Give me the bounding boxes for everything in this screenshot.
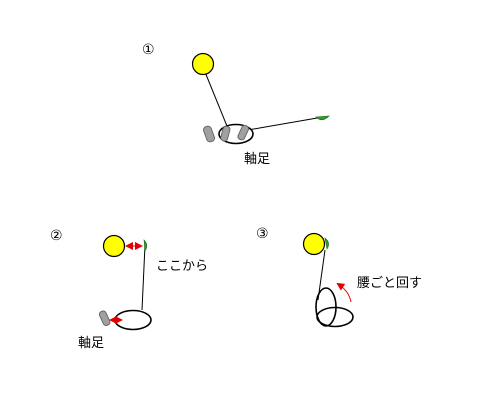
panel-2-ball bbox=[102, 234, 126, 258]
panel-1-throw-line bbox=[247, 116, 324, 131]
panel-2-hand-icon bbox=[143, 239, 148, 252]
panel-3-label-rotate-hips: 腰ごと回す bbox=[357, 275, 422, 291]
panel-3-rotation-arrow bbox=[336, 282, 352, 303]
panel-3: ③ 腰ごと回す bbox=[256, 226, 422, 328]
panel-2-label-start-here: ここから bbox=[156, 259, 208, 274]
panel-3-hand-icon bbox=[324, 237, 329, 250]
panel-2-foot bbox=[98, 310, 111, 326]
panel-3-hip-horizontal bbox=[316, 306, 354, 328]
panel-3-ball bbox=[302, 232, 326, 256]
panel-2-label-pivot-foot: 軸足 bbox=[78, 336, 104, 351]
panel-2-body-line bbox=[141, 244, 146, 311]
panel-2-number: ② bbox=[50, 228, 63, 244]
panel-1-hand-icon bbox=[315, 115, 330, 121]
panel-1-number: ① bbox=[142, 42, 155, 58]
panel-3-number: ③ bbox=[256, 226, 269, 242]
panel-1-label-pivot-foot: 軸足 bbox=[244, 152, 270, 167]
panel-2: ② ここから 軸足 bbox=[50, 228, 208, 351]
panel-1-arm-line bbox=[204, 71, 230, 132]
panel-1-foot-mid bbox=[220, 125, 231, 142]
panel-1: ① 軸足 bbox=[142, 42, 330, 167]
panel-1-foot-left bbox=[203, 125, 215, 143]
panel-1-foot-right bbox=[237, 124, 249, 141]
panel-1-ball bbox=[191, 52, 215, 76]
